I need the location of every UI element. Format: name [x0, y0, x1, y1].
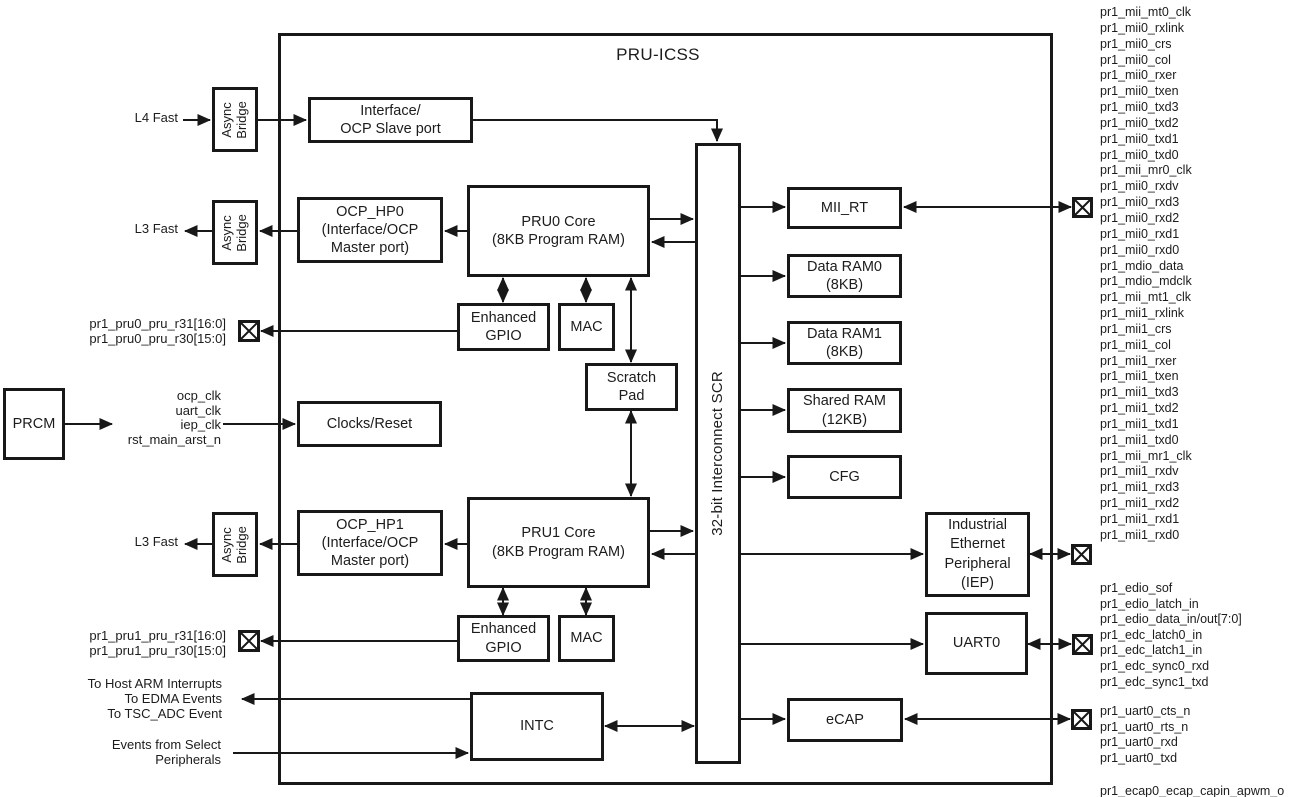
signal-label: pr1_uart0_txd	[1100, 750, 1178, 765]
signal-label: pr1_mii1_txd1	[1100, 416, 1179, 431]
block-data-ram0: Data RAM0 (8KB)	[787, 254, 902, 298]
signal-label: pr1_mii1_txd3	[1100, 385, 1179, 400]
block-mac-0: MAC	[558, 303, 615, 351]
block-async-bridge-l4: Async Bridge	[212, 87, 258, 152]
label-events-input: Events from Select Peripherals	[111, 737, 221, 767]
signal-label: pr1_mii0_rxdv	[1100, 179, 1179, 194]
block-pru1-core: PRU1 Core (8KB Program RAM)	[467, 497, 650, 588]
label-l4-fast: L4 Fast	[134, 110, 178, 125]
signal-label: pr1_mii1_rxd0	[1100, 527, 1180, 542]
label-clock-signals: ocp_clk uart_clk iep_clk rst_main_arst_n	[127, 388, 221, 447]
block-data-ram1: Data RAM1 (8KB)	[787, 321, 902, 365]
signal-label: pr1_edc_sync1_txd	[1100, 674, 1209, 689]
label-pru1-registers: pr1_pru1_pru_r31[16:0] pr1_pru1_pru_r30[…	[89, 628, 226, 658]
diagram-title: PRU-ICSS	[616, 45, 700, 64]
io-pad-pru0-gpio-icon	[238, 320, 260, 342]
block-cfg: CFG	[787, 455, 902, 499]
signal-label: pr1_mii1_txd2	[1100, 401, 1179, 416]
label-pru0-registers: pr1_pru0_pru_r31[16:0] pr1_pru0_pru_r30[…	[89, 316, 226, 346]
signal-label: pr1_edc_latch1_in	[1100, 643, 1203, 658]
block-enhanced-gpio-1: Enhanced GPIO	[457, 615, 550, 662]
signal-label: pr1_mii0_rxlink	[1100, 20, 1185, 35]
signal-label: pr1_mii0_txd0	[1100, 147, 1179, 162]
label-l3-fast-top: L3 Fast	[134, 221, 178, 236]
wire-slaveport-to-scr	[473, 119, 723, 142]
block-mii-rt: MII_RT	[787, 187, 902, 229]
signal-label: pr1_mii1_rxd1	[1100, 512, 1180, 526]
block-interconnect-scr: 32-bit Interconnect SCR	[695, 143, 741, 764]
signal-label: pr1_mii0_txen	[1100, 84, 1179, 99]
signal-label: pr1_edc_sync0_rxd	[1100, 658, 1210, 673]
signal-label: pr1_mii_mr1_clk	[1100, 448, 1192, 463]
signal-label: pr1_mii_mt0_clk	[1100, 5, 1192, 19]
signal-label: pr1_mii0_rxd3	[1100, 195, 1180, 210]
signal-label: pr1_mii0_crs	[1100, 36, 1172, 51]
block-async-bridge-l3-top: Async Bridge	[212, 200, 258, 265]
signal-label: pr1_uart0_rts_n	[1100, 719, 1189, 734]
signal-list-ecap: pr1_ecap0_ecap_capin_apwm_o	[1100, 784, 1284, 797]
block-enhanced-gpio-0: Enhanced GPIO	[457, 303, 550, 351]
signal-label: pr1_mdio_data	[1100, 258, 1184, 273]
signal-label: pr1_mii0_rxd2	[1100, 210, 1180, 225]
signal-label: pr1_mii0_col	[1100, 52, 1171, 67]
signal-label: pr1_mii1_rxd2	[1100, 496, 1180, 511]
signal-label: pr1_edio_data_in/out[7:0]	[1100, 612, 1242, 627]
label-l3-fast-bottom: L3 Fast	[134, 534, 178, 549]
io-pad-mii-icon	[1072, 197, 1093, 218]
block-ocp-hp0: OCP_HP0 (Interface/OCP Master port)	[297, 197, 443, 263]
signal-label: pr1_mii1_txd0	[1100, 432, 1179, 447]
io-pad-pru1-gpio-icon	[238, 630, 260, 652]
block-mac-1: MAC	[558, 615, 615, 662]
block-shared-ram: Shared RAM (12KB)	[787, 388, 902, 433]
signal-label: pr1_mii1_rxd3	[1100, 480, 1180, 495]
block-scratch-pad: Scratch Pad	[585, 363, 678, 411]
signal-label: pr1_mii0_rxd0	[1100, 242, 1180, 257]
signal-label: pr1_mii0_rxd1	[1100, 226, 1180, 241]
signal-label: pr1_edio_latch_in	[1100, 596, 1199, 611]
label-interrupt-outputs: To Host ARM Interrupts To EDMA Events To…	[87, 676, 222, 721]
signal-label: pr1_mii_mt1_clk	[1100, 290, 1192, 305]
signal-label: pr1_uart0_rxd	[1100, 735, 1178, 749]
block-intc: INTC	[470, 692, 604, 761]
signal-label: pr1_edio_sof	[1100, 581, 1173, 595]
signal-label: pr1_ecap0_ecap_capin_apwm_o	[1100, 784, 1285, 797]
signal-label: pr1_mii0_txd1	[1100, 131, 1179, 146]
signal-label: pr1_mii1_crs	[1100, 321, 1172, 336]
block-pru0-core: PRU0 Core (8KB Program RAM)	[467, 185, 650, 277]
pru-icss-boundary	[278, 33, 1053, 785]
signal-label: pr1_mii0_txd2	[1100, 115, 1179, 130]
block-ocp-hp1: OCP_HP1 (Interface/OCP Master port)	[297, 510, 443, 576]
block-uart0: UART0	[925, 612, 1028, 675]
signal-label: pr1_mii_mr0_clk	[1100, 163, 1192, 178]
signal-label: pr1_mii0_rxer	[1100, 68, 1177, 83]
signal-label: pr1_mii1_txen	[1100, 369, 1179, 384]
signal-label: pr1_mii1_rxdv	[1100, 464, 1179, 479]
block-prcm: PRCM	[3, 388, 65, 460]
io-pad-iep-icon	[1071, 544, 1092, 565]
block-clocks-reset: Clocks/Reset	[297, 401, 442, 447]
signal-label: pr1_mii1_rxlink	[1100, 306, 1185, 321]
block-iep: Industrial Ethernet Peripheral (IEP)	[925, 512, 1030, 597]
signal-label: pr1_mii0_txd3	[1100, 100, 1179, 115]
io-pad-ecap-icon	[1071, 709, 1092, 730]
signal-label: pr1_uart0_cts_n	[1100, 704, 1191, 718]
signal-label: pr1_mii1_rxer	[1100, 353, 1177, 368]
block-ecap: eCAP	[787, 698, 903, 742]
io-pad-uart0-icon	[1072, 634, 1093, 655]
block-interface-ocp-slave-port: Interface/ OCP Slave port	[308, 97, 473, 143]
signal-label: pr1_mdio_mdclk	[1100, 274, 1192, 289]
block-async-bridge-l3-bottom: Async Bridge	[212, 512, 258, 577]
signal-label: pr1_mii1_col	[1100, 337, 1171, 352]
signal-label: pr1_edc_latch0_in	[1100, 627, 1203, 642]
